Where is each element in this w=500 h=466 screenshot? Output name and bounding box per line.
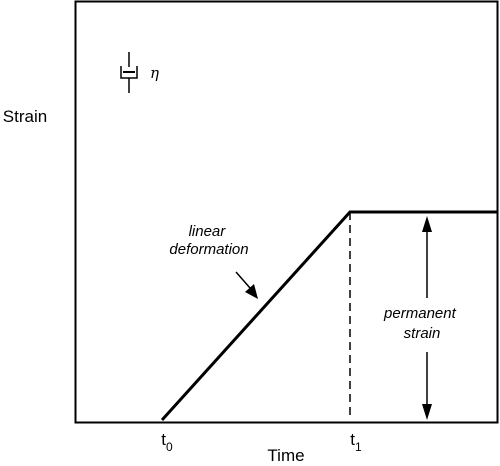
x-tick-label-t1: t 1: [350, 430, 362, 454]
strain-series-line: [160, 210, 497, 422]
x-tick-main: t: [350, 430, 355, 449]
viscosity-symbol: η: [150, 64, 159, 82]
x-tick-label-t0: t 0: [161, 430, 173, 454]
x-axis-label: Time: [267, 446, 304, 465]
linear-deformation-arrow: [235, 271, 258, 299]
annotation-line: deformation: [169, 241, 248, 258]
plot-frame: [74, 0, 499, 424]
x-tick-sub: 1: [355, 440, 362, 454]
dashpot-icon: [120, 52, 138, 93]
annotation-line: strain: [404, 325, 441, 342]
y-axis-label: Strain: [3, 107, 47, 126]
linear-deformation-annotation: linear deformation: [169, 223, 248, 258]
annotation-line: linear: [189, 223, 227, 240]
permanent-strain-annotation: permanent strain: [383, 305, 460, 342]
annotation-line: permanent: [383, 305, 457, 322]
x-tick-sub: 0: [166, 440, 173, 454]
permanent-strain-arrow: [422, 216, 432, 420]
x-tick-main: t: [161, 430, 166, 449]
